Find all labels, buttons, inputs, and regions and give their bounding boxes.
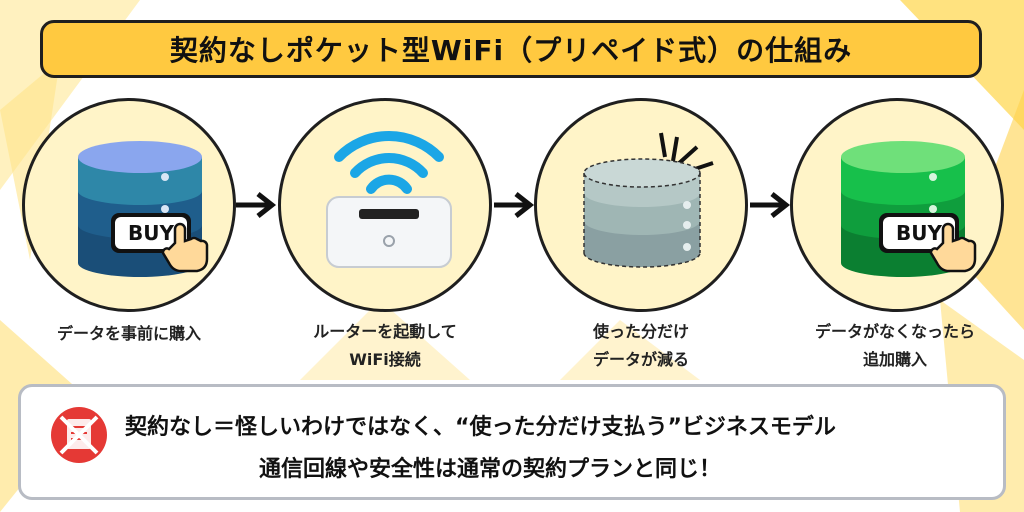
note-line-1: 契約なし＝怪しいわけではなく、“使った分だけ支払う”ビジネスモデル bbox=[125, 415, 836, 440]
step-2-label-line-2: WiFi接続 bbox=[349, 350, 421, 369]
step-1-circle: BUY bbox=[22, 98, 236, 312]
database-draining-icon bbox=[583, 132, 714, 268]
step-2-label-line-1: ルーターを起動して bbox=[313, 322, 457, 341]
router-wifi-icon bbox=[326, 130, 452, 268]
step-4-label-line-1: データがなくなったら bbox=[814, 322, 975, 341]
buy-button-label: BUY bbox=[128, 221, 174, 245]
note-line-2: 通信回線や安全性は通常の契約プランと同じ！ bbox=[259, 457, 722, 482]
step-3-label-line-2: データが減る bbox=[592, 350, 689, 369]
step-4-label: データがなくなったら 追加購入 bbox=[780, 318, 1010, 374]
step-4-label-line-2: 追加購入 bbox=[862, 350, 927, 369]
step-3-label-line-1: 使った分だけ bbox=[592, 322, 689, 341]
step-2-circle bbox=[278, 98, 492, 312]
buy-button-label: BUY bbox=[896, 221, 942, 245]
step-3-label: 使った分だけ データが減る bbox=[526, 318, 756, 374]
arrow-right-icon bbox=[236, 192, 277, 218]
page-title: 契約なしポケット型WiFi（プリペイド式）の仕組み bbox=[40, 20, 982, 78]
arrow-right-icon bbox=[750, 192, 791, 218]
database-buy-icon bbox=[841, 141, 977, 277]
step-1-label-line-1: データを事前に購入 bbox=[56, 324, 201, 343]
note-box: 契約なし＝怪しいわけではなく、“使った分だけ支払う”ビジネスモデル 通信回線や安… bbox=[18, 384, 1006, 500]
step-2-label: ルーターを起動して WiFi接続 bbox=[270, 318, 500, 374]
step-3-circle bbox=[534, 98, 748, 312]
arrow-right-icon bbox=[494, 192, 535, 218]
step-4-circle: BUY bbox=[790, 98, 1004, 312]
step-1-label: データを事前に購入 bbox=[14, 320, 244, 348]
no-contract-icon bbox=[51, 407, 107, 463]
database-buy-icon bbox=[78, 141, 209, 277]
